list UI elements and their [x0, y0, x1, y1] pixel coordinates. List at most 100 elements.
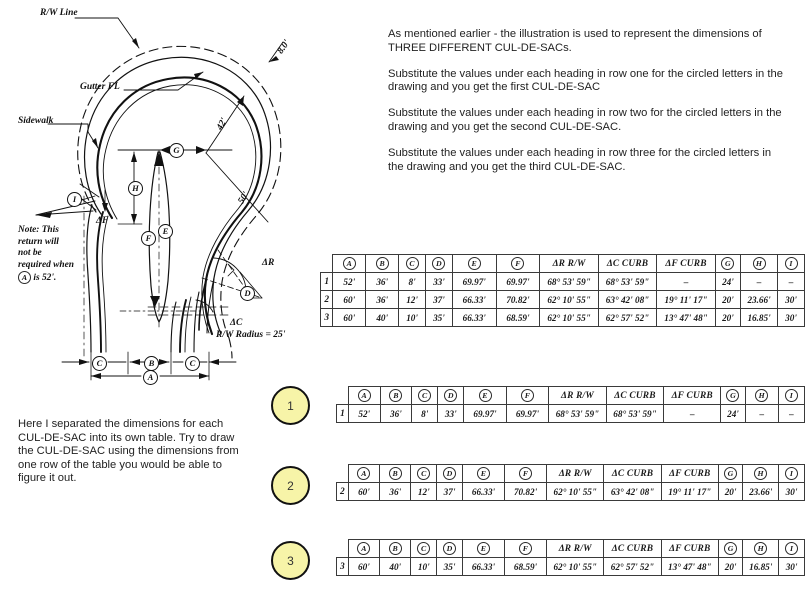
circ-a: A — [357, 542, 371, 555]
cell-d: 37' — [436, 482, 463, 501]
circ-c: C — [405, 257, 419, 270]
cell-g: 24' — [720, 404, 746, 423]
header-delta-f: ΔF CURB — [660, 464, 719, 483]
cell-c: 12' — [410, 482, 438, 501]
header-delta-c: ΔC CURB — [597, 254, 658, 273]
header-delta-c: ΔC CURB — [603, 539, 662, 558]
header-delta-r: ΔR R/W — [546, 539, 605, 558]
circ-a: A — [357, 389, 371, 402]
cell-c: 10' — [398, 308, 427, 327]
header-i: I — [777, 254, 805, 273]
cell-rownum: 3 — [336, 557, 349, 576]
cell-delta-c: 63° 42' 08" — [603, 482, 662, 501]
note-line-5: A is 52'. — [18, 271, 104, 285]
cell-i: 30' — [778, 482, 805, 501]
circ-f: F — [520, 389, 534, 402]
cell-delta-f: – — [663, 404, 722, 423]
bottom-note-text: Here I separated the dimensions for each… — [18, 418, 239, 485]
cell-rownum: 3 — [319, 308, 334, 327]
row-table-3: A B C D E F ΔR R/W ΔC CURB ΔF CURB G H I… — [336, 539, 805, 576]
table-row: 3 60' 40' 10' 35' 66.33' 68.59' 62° 10' … — [336, 557, 805, 576]
cell-delta-f: 13° 47' 48" — [660, 557, 719, 576]
label-delta-r: ΔR — [262, 258, 275, 268]
cell-c: 12' — [398, 290, 427, 309]
circ-d: D — [444, 389, 458, 402]
cell-a: 60' — [332, 290, 367, 309]
header-b: B — [365, 254, 400, 273]
intro-text-block: As mentioned earlier - the illustration … — [388, 28, 788, 174]
cell-f: 70.82' — [495, 290, 541, 309]
circ-f: F — [519, 467, 533, 480]
cell-e: 69.97' — [463, 404, 507, 423]
circ-c: C — [417, 542, 431, 555]
cell-delta-r: 62° 10' 55" — [546, 557, 605, 576]
circ-c: C — [418, 389, 432, 402]
circ-g: G — [726, 389, 740, 402]
cell-delta-c: 62° 57' 52" — [603, 557, 662, 576]
circ-b: B — [375, 257, 389, 270]
badge-1-label: 1 — [287, 398, 294, 413]
table-row: 1 52' 36' 8' 33' 69.97' 69.97' 68° 53' 5… — [319, 272, 805, 291]
table-header-row: A B C D E F ΔR R/W ΔC CURB ΔF CURB G H I — [321, 254, 805, 273]
circ-i: I — [784, 389, 798, 402]
header-delta-f: ΔF CURB — [656, 254, 716, 273]
circ-i: I — [785, 542, 799, 555]
cell-h: 23.66' — [740, 290, 779, 309]
header-b: B — [379, 386, 413, 405]
cell-delta-r: 68° 53' 59" — [548, 404, 607, 423]
cell-c: 10' — [410, 557, 438, 576]
cul-de-sac-drawing: R/W Line Gutter FL Sidewalk 8.0' 42' 50'… — [0, 0, 330, 400]
circ-a: A — [357, 467, 371, 480]
circ-h: H — [755, 389, 769, 402]
table-header-row: A B C D E F ΔR R/W ΔC CURB ΔF CURB G H I — [337, 386, 805, 405]
circ-e: E — [467, 257, 481, 270]
circ-b: B — [388, 542, 402, 555]
cell-g: 20' — [714, 308, 742, 327]
cell-delta-r: 68° 53' 59" — [539, 272, 599, 291]
note-line-3: not be — [18, 248, 42, 259]
table-row: 1 52' 36' 8' 33' 69.97' 69.97' 68° 53' 5… — [336, 404, 805, 423]
cell-f: 69.97' — [505, 404, 550, 423]
cell-delta-c: 68° 53' 59" — [597, 272, 658, 291]
circ-d: D — [443, 467, 457, 480]
cell-f: 68.59' — [503, 557, 548, 576]
circ-g: G — [724, 467, 738, 480]
cell-b: 36' — [365, 272, 400, 291]
cell-e: 66.33' — [461, 482, 506, 501]
cell-delta-f: 13° 47' 48" — [656, 308, 716, 327]
cell-rownum: 1 — [336, 404, 349, 423]
cell-h: – — [744, 404, 779, 423]
cell-delta-r: 62° 10' 55" — [546, 482, 605, 501]
cell-b: 36' — [365, 290, 400, 309]
cell-h: 16.85' — [742, 557, 780, 576]
callout-b: B — [144, 356, 159, 371]
circ-f: F — [511, 257, 525, 270]
note-circle-a: A — [18, 271, 31, 285]
callout-d: D — [240, 286, 255, 301]
badge-3-label: 3 — [287, 553, 294, 568]
cell-rownum: 2 — [336, 482, 349, 501]
cell-delta-f: 19° 11' 17" — [660, 482, 719, 501]
header-h: H — [742, 539, 780, 558]
header-g: G — [717, 464, 744, 483]
header-c: C — [398, 254, 427, 273]
cell-delta-r: 62° 10' 55" — [539, 290, 599, 309]
cell-f: 70.82' — [504, 482, 548, 501]
callout-f: F — [141, 231, 156, 246]
cell-d: 35' — [425, 308, 453, 327]
cell-g: 24' — [714, 272, 742, 291]
cell-d: 35' — [436, 557, 463, 576]
cell-i: – — [777, 404, 805, 423]
cell-g: 20' — [714, 290, 742, 309]
header-d: D — [425, 254, 453, 273]
cell-a: 52' — [332, 272, 367, 291]
callout-a: A — [143, 370, 158, 385]
header-e: E — [461, 539, 505, 558]
cell-a: 60' — [347, 557, 381, 576]
header-rownum — [337, 465, 349, 483]
circ-b: B — [389, 389, 403, 402]
main-dimension-table: A B C D E F ΔR R/W ΔC CURB ΔF CURB G H I… — [319, 254, 805, 327]
note-line-2: return will — [18, 236, 59, 247]
intro-paragraph-4: Substitute the values under each heading… — [388, 147, 772, 173]
cell-e: 66.33' — [451, 290, 497, 309]
